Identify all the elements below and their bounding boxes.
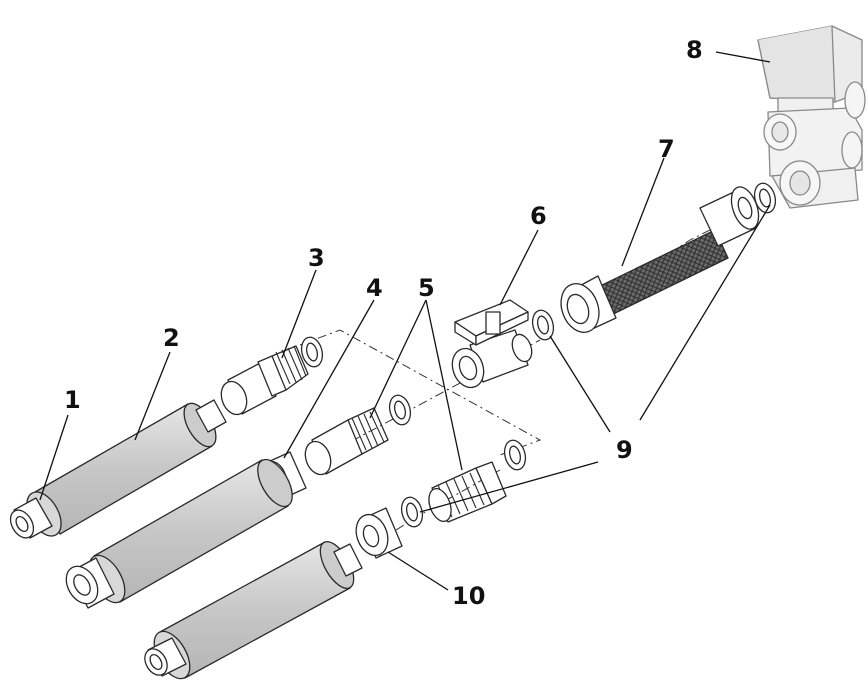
insulated-pipe-middle — [65, 458, 293, 609]
callout-7: 7 — [658, 135, 675, 163]
callout-5: 5 — [418, 274, 435, 302]
washers — [300, 182, 777, 528]
callouts: 1 2 3 4 5 6 7 8 9 10 — [64, 36, 703, 610]
wall-valve — [757, 25, 866, 209]
callout-2: 2 — [163, 324, 180, 352]
braided-hose — [560, 186, 760, 333]
insulated-pipe-top — [9, 399, 227, 539]
callout-3: 3 — [308, 244, 325, 272]
callout-9: 9 — [616, 436, 633, 464]
threaded-adapter-middle — [304, 407, 389, 476]
callout-4: 4 — [366, 274, 383, 302]
callout-6: 6 — [530, 202, 547, 230]
leader-lines — [39, 51, 771, 591]
callout-8: 8 — [686, 36, 703, 64]
nut-bottom — [355, 507, 403, 559]
threaded-adapter-top — [220, 345, 309, 416]
callout-10: 10 — [452, 582, 485, 610]
threaded-adapter-bottom — [428, 461, 507, 523]
ball-valve — [451, 299, 533, 389]
insulated-pipe-bottom — [144, 541, 363, 680]
callout-1: 1 — [64, 386, 81, 414]
